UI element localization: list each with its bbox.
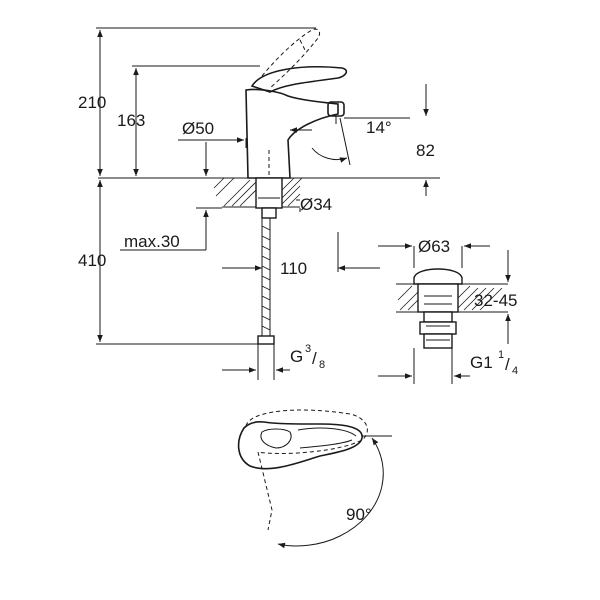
waste-pop-up — [396, 268, 508, 384]
dim-110-label: 110 — [280, 259, 307, 278]
dim-max30: max.30 — [120, 207, 222, 251]
dim-g38-main: G — [290, 347, 303, 366]
dim-210: 210 — [78, 27, 316, 176]
dim-63-label: Ø63 — [418, 237, 450, 256]
dim-50: Ø50 — [178, 119, 312, 148]
dim-max30-label: max.30 — [124, 232, 180, 251]
dim-163: 163 — [117, 65, 260, 176]
dim-g38: G 3 / 8 — [222, 343, 325, 380]
dim-g38-slash: / — [312, 349, 317, 368]
dim-14deg: 14° — [344, 117, 410, 137]
dim-90deg-label: 90° — [346, 505, 372, 524]
dim-110: 110 — [222, 232, 380, 278]
dim-34: Ø34 — [203, 142, 332, 214]
dim-50-label: Ø50 — [182, 119, 214, 138]
dim-32-45: 32-45 — [474, 250, 517, 344]
dim-210-label: 210 — [78, 93, 106, 112]
dim-163-label: 163 — [117, 111, 145, 130]
dim-g114-slash: / — [505, 355, 510, 374]
dim-410-label: 410 — [78, 251, 106, 270]
flexible-hose — [257, 218, 275, 345]
dim-g114-num: 1 — [498, 349, 504, 361]
dim-63: Ø63 — [378, 237, 490, 268]
dim-82: 82 — [416, 84, 435, 196]
dim-410: 410 — [78, 180, 258, 345]
counter-top — [98, 177, 440, 219]
dim-82-label: 82 — [416, 141, 435, 160]
dim-g114-main: G1 — [470, 353, 493, 372]
dim-14deg-label: 14° — [366, 118, 392, 137]
dim-g114-den: 4 — [512, 365, 518, 377]
dim-32-45-label: 32-45 — [474, 291, 517, 310]
dim-g114: G1 1 / 4 — [378, 349, 518, 379]
dim-g38-num: 3 — [305, 343, 311, 355]
dim-34-label: Ø34 — [300, 195, 332, 214]
dim-g38-den: 8 — [319, 359, 325, 371]
faucet-top-view: 90° — [237, 409, 392, 549]
